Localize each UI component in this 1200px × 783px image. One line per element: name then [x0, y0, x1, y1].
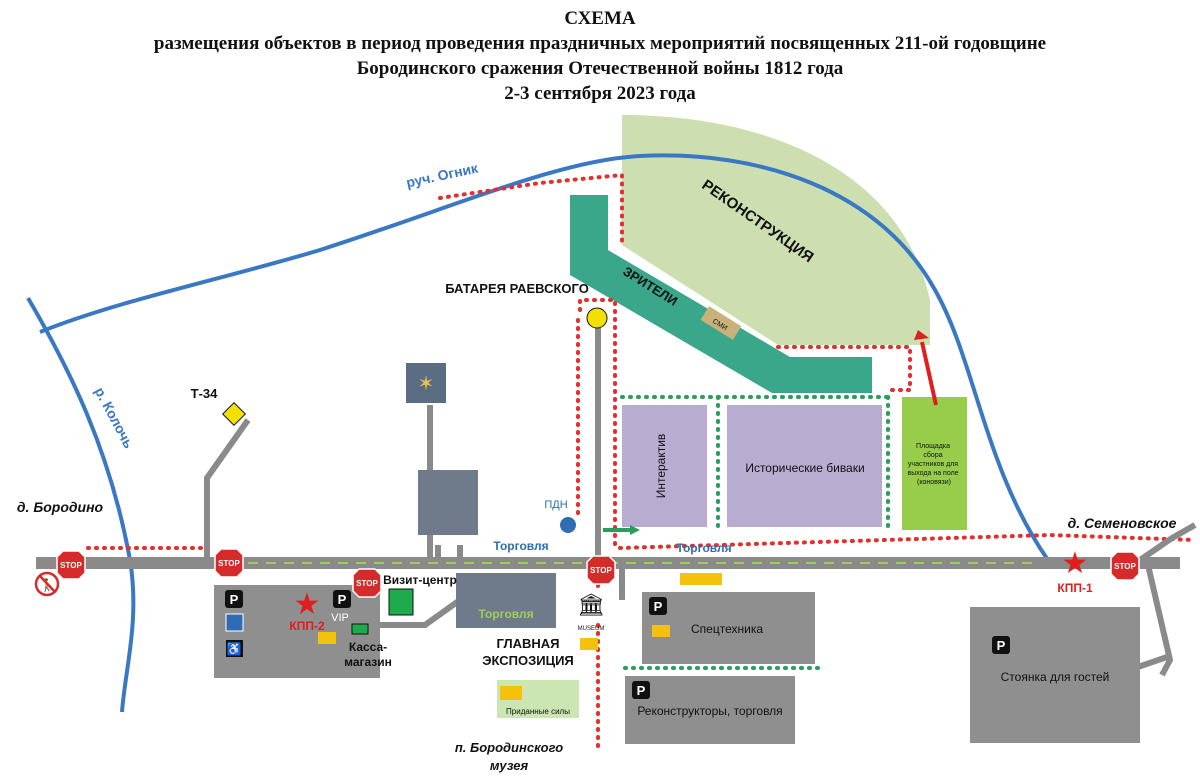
- visit-center-marker: [388, 588, 414, 616]
- visit-center-block: [418, 470, 478, 535]
- trade-label-east: Торговля: [676, 541, 731, 555]
- svg-text:♿: ♿: [227, 642, 242, 656]
- t34-label: Т-34: [191, 386, 219, 401]
- kassa-label-line-2: магазин: [344, 655, 392, 669]
- interactive-label: Интерактив: [654, 434, 668, 499]
- bus-icon: [225, 613, 244, 632]
- assembly-arrow: [920, 341, 938, 406]
- green-dotted-zone: [620, 395, 892, 670]
- title-line-1: СХЕМА: [564, 8, 636, 29]
- smi-zone: [700, 306, 742, 340]
- svg-text:P: P: [997, 638, 1006, 653]
- stop-sign: STOP: [214, 548, 244, 578]
- stop-sign: STOP: [586, 555, 616, 585]
- bivouacs-label: Исторические биваки: [745, 461, 864, 475]
- police-icon: [560, 517, 576, 533]
- svg-text:P: P: [654, 599, 663, 614]
- parking-icons: P P P P P: [225, 590, 1010, 699]
- main-exposition-line-1: ГЛАВНАЯ: [496, 636, 559, 651]
- reenactors-label: Реконструкторы, торговля: [637, 704, 782, 718]
- svg-text:STOP: STOP: [60, 561, 82, 570]
- battery-label: БАТАРЕЯ РАЕВСКОГО: [445, 281, 589, 296]
- main-exposition-block: [456, 573, 556, 628]
- assembly-arrow-head: [914, 330, 929, 340]
- museum-sign: MUSEUM: [578, 626, 605, 632]
- military-emblem-block: [406, 363, 446, 403]
- assembly-zone: [902, 397, 967, 530]
- svg-text:STOP: STOP: [590, 566, 612, 575]
- reconstruction-area: [622, 115, 930, 345]
- svg-text:P: P: [230, 592, 239, 607]
- reenactors-block: [625, 676, 795, 744]
- museum-village-line-1: п. Бородинского: [455, 740, 563, 755]
- vip-label: VIP: [331, 612, 349, 624]
- svg-text:P: P: [637, 683, 646, 698]
- wheelchair-icon: [226, 640, 243, 657]
- bivouacs-zone: [727, 405, 882, 527]
- spectators-area: [570, 195, 872, 393]
- village-borodino: д. Бородино: [17, 499, 104, 515]
- title-line-2: размещения объектов в период проведения …: [153, 33, 1047, 54]
- emblem-icon: ✶: [418, 373, 435, 395]
- guest-parking-label: Стоянка для гостей: [1001, 670, 1110, 684]
- t34-marker-icon: [221, 401, 247, 427]
- pridannye-label: Приданные силы: [506, 707, 570, 716]
- pdn-label: ПДН: [544, 499, 567, 511]
- river-ognik: [39, 153, 1050, 562]
- kpp-1-star: ★: [1062, 547, 1089, 580]
- guest-parking-block: [970, 607, 1140, 743]
- svg-text:STOP: STOP: [218, 559, 240, 568]
- kpp-2-star: ★: [294, 588, 321, 621]
- wc-tags: [318, 573, 722, 700]
- title-line-3: Бородинского сражения Отечественной войн…: [356, 58, 844, 79]
- kpp-2-label: КПП-2: [289, 619, 325, 633]
- svg-text:P: P: [338, 592, 347, 607]
- special-equipment-label: Спецтехника: [691, 622, 763, 636]
- red-dotted-perimeter: [86, 172, 1197, 752]
- title-line-4: 2-3 сентября 2023 года: [504, 83, 696, 104]
- stop-sign: STOP: [56, 550, 86, 580]
- assembly-label: Площадка сбора участников для выхода на …: [908, 443, 961, 486]
- map-title-block: СХЕМА размещения объектов в период прове…: [0, 6, 1200, 106]
- stop-sign: STOP: [1110, 551, 1140, 581]
- interactive-zone: [622, 405, 707, 527]
- svg-text:🏛: 🏛: [577, 592, 605, 617]
- river-kolocha: [26, 296, 136, 713]
- museum-village-line-2: музея: [490, 758, 529, 773]
- trade-label-center: Торговля: [493, 539, 548, 553]
- visit-center-label: Визит-центр: [383, 573, 457, 587]
- village-semenovskoe: д. Семеновское: [1068, 515, 1177, 531]
- main-exposition-line-2: ЭКСПОЗИЦИЯ: [482, 653, 574, 668]
- kassa-marker: [351, 623, 369, 635]
- svg-text:STOP: STOP: [1114, 562, 1136, 571]
- battery-marker-icon: [586, 307, 608, 329]
- stop-sign: STOP: [352, 568, 382, 598]
- trade-label-exposition: Торговля: [478, 607, 533, 621]
- special-equipment-block: [642, 592, 815, 664]
- river-ognik-label: руч. Огник: [405, 160, 481, 191]
- museum-icon: [570, 588, 612, 622]
- kpp-1-label: КПП-1: [1057, 581, 1093, 595]
- kassa-label-line-1: Касса-: [349, 640, 387, 654]
- svg-text:STOP: STOP: [356, 579, 378, 588]
